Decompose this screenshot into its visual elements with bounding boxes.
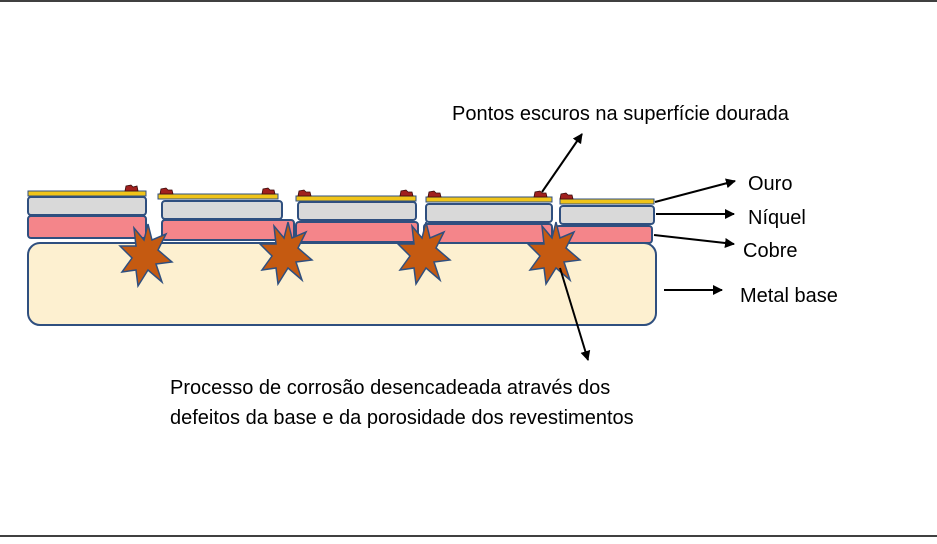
copper-segment [27,215,147,239]
nickel-layer [27,196,655,225]
nickel-segment [297,201,417,221]
dark-spot [297,189,312,197]
process-label-line1: Processo de corrosão desencadeada atravé… [170,377,610,399]
gold-layer [27,190,655,205]
copper-layer [27,215,653,244]
dark-spots-arrow [541,133,583,193]
dark-spot [261,187,276,195]
gold-segment [559,198,655,205]
dark-spot [533,190,548,198]
dark-spot [399,189,414,197]
process-label-line2: defeitos da base e da porosidade dos rev… [170,407,634,429]
corrosion-burst [526,221,582,287]
gold-segment [425,196,553,203]
nickel-segment [27,196,147,216]
dark-spot [559,192,574,200]
copper-arrow [653,234,735,248]
gold-arrow [654,178,736,203]
corrosion-burst [258,221,314,287]
copper-segment [295,221,419,243]
base-metal-label: Metal base [740,285,838,307]
gold-segment [157,193,279,200]
gold-label: Ouro [748,173,792,195]
gold-segment [295,195,417,202]
nickel-segment [425,203,553,223]
dark-spot [427,190,442,198]
nickel-label: Níquel [748,207,806,229]
dark-spots-label: Pontos escuros na superfície dourada [452,103,790,125]
corrosion-bursts [118,221,582,289]
dark-spots [124,184,574,200]
nickel-segment [559,205,655,225]
process-arrow [559,267,591,361]
corrosion-burst [396,221,452,287]
corrosion-burst [118,223,174,289]
gold-segment [27,190,147,197]
dark-spot [124,184,139,192]
nickel-segment [161,200,283,220]
dark-spot [159,187,174,195]
copper-label: Cobre [743,240,797,262]
